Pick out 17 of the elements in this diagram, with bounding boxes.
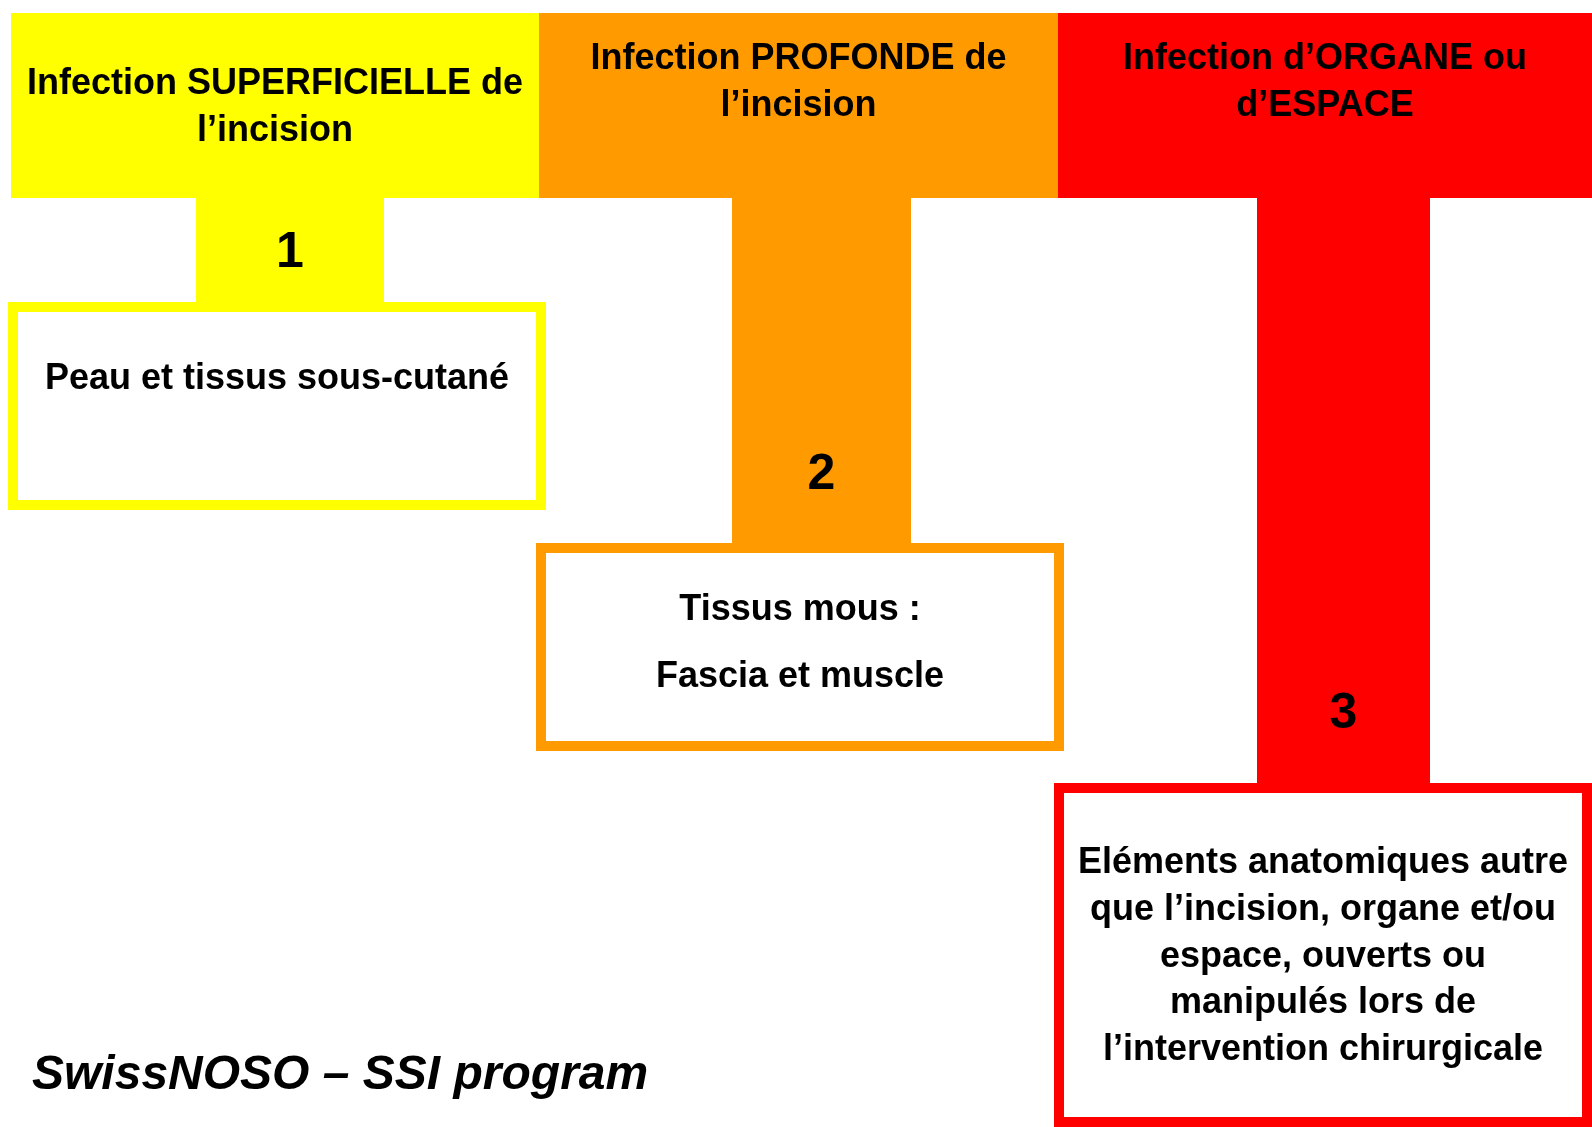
category-number: 2 (807, 443, 836, 502)
header-text: Infection PROFONDE de l’incision (589, 34, 1008, 126)
category-header (11, 13, 539, 198)
category-header (539, 13, 1058, 198)
header-text: Infection SUPERFICIELLE de l’incision (25, 59, 524, 151)
description-box (8, 302, 546, 510)
description-box (536, 543, 1064, 751)
description-text: Eléments anatomiques autre que l’incision, organe et/ou espace, ouverts ou manipulés lors de l’intervention chirurgicale (1076, 839, 1570, 1071)
description-text: Tissus mous : (679, 586, 921, 630)
description-text: Fascia et muscle (655, 652, 945, 697)
category-header (1058, 13, 1592, 198)
description-text: Peau et tissus sous-cutané (44, 355, 510, 399)
description-box (1054, 783, 1592, 1127)
category-number: 3 (1329, 682, 1358, 741)
program-title: SwissNOSO – SSI program (32, 1045, 649, 1100)
category-number: 1 (276, 220, 304, 280)
header-text: Infection d’ORGANE ou d’ESPACE (1122, 34, 1528, 126)
